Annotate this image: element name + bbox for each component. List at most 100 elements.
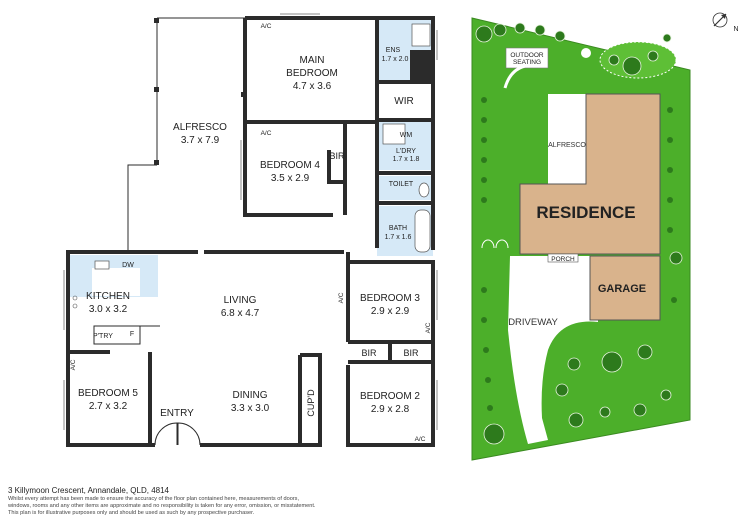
wall-bed2-bed3 <box>346 252 435 447</box>
driveway-label: DRIVEWAY <box>508 317 558 328</box>
garden-path <box>503 64 526 89</box>
shrub <box>481 177 487 183</box>
dining-name: DINING <box>233 390 268 401</box>
outdoor-seating-label-2: SEATING <box>513 59 541 66</box>
kitchen-name: KITCHEN <box>86 291 130 302</box>
bedroom5-name: BEDROOM 5 <box>78 388 138 399</box>
laundry-name: L'DRY <box>396 148 416 155</box>
shrub <box>483 347 489 353</box>
disclaimer-line-1: Whilst every attempt has been made to en… <box>8 496 300 502</box>
outdoor-seating-area <box>505 47 549 69</box>
site-alfresco-area <box>548 94 586 184</box>
alfresco-post <box>154 18 159 23</box>
kitchen-dims: 3.0 x 3.2 <box>89 304 128 315</box>
wall-west <box>66 250 155 447</box>
shrub <box>485 377 491 383</box>
disclaimer-line-2: windows, rooms and any other items are a… <box>8 503 316 509</box>
main-bedroom-dims: 4.7 x 3.6 <box>293 81 332 92</box>
outdoor-seating-label-1: OUTDOOR <box>510 52 544 59</box>
shrub <box>671 297 677 303</box>
site-plan: RESIDENCE GARAGE ALFRESCO PORCH DRIVEWAY… <box>471 12 739 461</box>
shrubs <box>481 97 677 411</box>
disclaimer-line-3: This plan is for illustrative purposes o… <box>8 510 255 516</box>
ens-cabinet <box>410 50 433 82</box>
shrub <box>667 137 673 143</box>
porch-shape <box>547 253 579 263</box>
dishwasher-label: DW <box>122 262 134 269</box>
wall-main-bed4-west <box>243 18 333 217</box>
alfresco-name: ALFRESCO <box>173 122 227 133</box>
shrub <box>487 405 493 411</box>
tree <box>493 23 507 37</box>
porch-label: PORCH <box>551 256 575 263</box>
feature-circle <box>581 48 591 58</box>
entry-door-left <box>154 422 178 446</box>
tree <box>633 403 647 417</box>
ac-label: A/C <box>261 23 272 30</box>
ensuite-dims: 1.7 x 2.0 <box>382 56 409 63</box>
entry-label: ENTRY <box>160 408 194 419</box>
pantry-label: P'TRY <box>93 333 113 340</box>
north-arrow-icon <box>712 12 728 28</box>
bedroom4-dims: 3.5 x 2.9 <box>271 173 310 184</box>
kitchen-floor <box>92 268 140 296</box>
ac-label: A/C <box>425 322 432 333</box>
driveway <box>508 256 598 444</box>
shrub <box>481 117 487 123</box>
garage-label: GARAGE <box>598 283 646 295</box>
north-label: N <box>733 26 738 33</box>
living-dims: 6.8 x 4.7 <box>221 308 260 319</box>
alfresco-post <box>154 87 159 92</box>
main-bedroom-label-2: BEDROOM <box>286 68 338 79</box>
tree <box>554 30 566 42</box>
laundry-dims: 1.7 x 1.8 <box>393 156 420 163</box>
shower <box>411 23 431 47</box>
cooktop <box>72 295 78 301</box>
tree <box>660 389 672 401</box>
tree <box>599 406 611 418</box>
wir-label: WIR <box>394 96 413 107</box>
bath-dims: 1.7 x 1.6 <box>385 234 412 241</box>
floor-plan: ALFRESCO 3.7 x 7.9 MAIN BEDROOM 4.7 x 3.… <box>63 13 438 447</box>
shrub <box>481 137 487 143</box>
entry-door-right <box>177 422 201 446</box>
wm-label: WM <box>400 132 413 139</box>
cupboard-label: CUP'D <box>306 389 316 417</box>
residence-shape <box>519 93 661 255</box>
tree <box>669 251 683 265</box>
residence-label: RESIDENCE <box>536 203 635 222</box>
toilet-label: TOILET <box>389 181 414 188</box>
tree <box>662 33 672 43</box>
tree <box>622 56 642 76</box>
bathtub <box>414 209 431 253</box>
bedroom3-bir-b: BIR <box>403 348 419 358</box>
bedroom3-name: BEDROOM 3 <box>360 293 420 304</box>
bath-name: BATH <box>389 225 407 232</box>
trees <box>475 22 683 445</box>
shrub <box>481 317 487 323</box>
shrub <box>481 157 487 163</box>
tree <box>514 22 526 34</box>
living-name: LIVING <box>224 295 257 306</box>
property-address: 3 Killymoon Crescent, Annandale, QLD, 48… <box>8 486 169 495</box>
tree <box>608 54 620 66</box>
bedroom4-name: BEDROOM 4 <box>260 160 320 171</box>
bedroom2-dims: 2.9 x 2.8 <box>371 404 410 415</box>
tree <box>567 357 581 371</box>
main-bedroom-label-1: MAIN <box>300 55 325 66</box>
cupboard-walls <box>298 353 322 447</box>
tree <box>475 25 493 43</box>
shrub <box>667 227 673 233</box>
dining-dims: 3.3 x 3.0 <box>231 403 270 414</box>
gate <box>481 239 509 249</box>
bedroom5-dims: 2.7 x 3.2 <box>89 401 128 412</box>
shrub <box>667 197 673 203</box>
alfresco-dims: 3.7 x 7.9 <box>181 135 220 146</box>
wall-bir-bed4 <box>327 150 345 184</box>
shrub <box>481 197 487 203</box>
tree <box>601 351 623 373</box>
bedroom3-bir-a: BIR <box>361 348 377 358</box>
washing-machine <box>382 123 406 145</box>
alfresco-outline-top <box>157 17 246 40</box>
fridge-label: F <box>130 331 134 338</box>
